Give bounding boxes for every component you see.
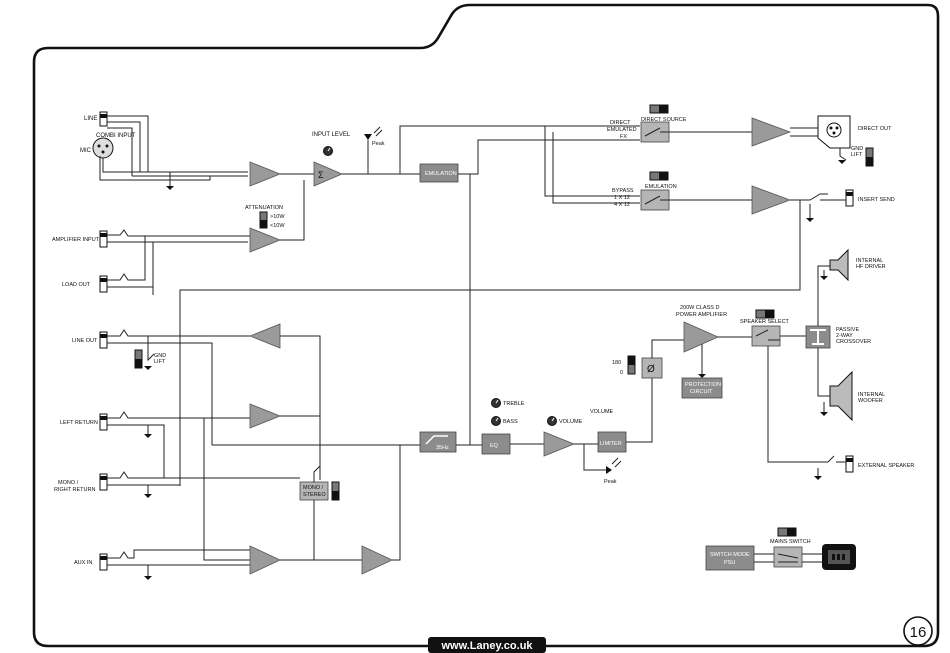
peak-label-bottom: Peak bbox=[604, 479, 617, 485]
insert-send-label: INSERT SEND bbox=[858, 197, 895, 203]
1x12-label: 1 X 12 bbox=[614, 195, 630, 201]
svg-text:35Hz: 35Hz bbox=[436, 445, 449, 451]
line-jack bbox=[99, 111, 108, 127]
insert-send-amp bbox=[751, 185, 792, 215]
insert-send-jack bbox=[845, 189, 854, 207]
direct-label: DIRECT bbox=[610, 120, 631, 126]
svg-text:EMULATION: EMULATION bbox=[425, 171, 457, 177]
power-amp-label: 200W CLASS D bbox=[680, 305, 719, 311]
input-level-label: INPUT LEVEL bbox=[312, 132, 351, 138]
svg-text:PROTECTION: PROTECTION bbox=[685, 382, 721, 388]
amplifier-input-label: AMPLIFIER INPUT bbox=[52, 237, 100, 243]
amplifier-input-jack bbox=[99, 230, 108, 248]
svg-text:CROSSOVER: CROSSOVER bbox=[836, 339, 871, 345]
gnd-lift-label-2: GND bbox=[154, 353, 166, 359]
fx-label: FX bbox=[620, 134, 627, 140]
left-return-label: LEFT RETURN bbox=[60, 420, 98, 426]
phase-0-label: 0 bbox=[620, 370, 623, 376]
woofer-icon bbox=[829, 370, 853, 422]
speaker-select-label: SPEAKER SELECT bbox=[740, 319, 790, 325]
volume-label: VOLUME bbox=[590, 409, 614, 415]
external-speaker-label: EXTERNAL SPEAKER bbox=[858, 463, 914, 469]
input-preamp bbox=[249, 161, 282, 187]
line-out-label: LINE OUT bbox=[72, 338, 98, 344]
line-out-amp bbox=[248, 323, 281, 349]
treble-label: TREBLE bbox=[503, 401, 525, 407]
left-return-jack bbox=[99, 413, 108, 431]
mains-switch-label: MAINS SWITCH bbox=[770, 539, 811, 545]
aux-in-label: AUX IN bbox=[74, 560, 92, 566]
svg-text:STEREO: STEREO bbox=[303, 492, 326, 498]
attenuation-label: ATTENUATION bbox=[245, 205, 283, 211]
att-low-label: <10W bbox=[270, 223, 285, 229]
svg-text:MONO /: MONO / bbox=[303, 485, 324, 491]
woofer-label: INTERNAL bbox=[858, 392, 885, 398]
hf-driver-icon bbox=[829, 248, 849, 282]
svg-text:HF DRIVER: HF DRIVER bbox=[856, 264, 886, 270]
direct-out-label: DIRECT OUT bbox=[858, 126, 892, 132]
protection-circuit-block bbox=[681, 377, 723, 399]
mix-out-amp bbox=[361, 545, 393, 575]
left-return-amp bbox=[249, 403, 282, 429]
switch-mode-psu-block bbox=[705, 545, 755, 571]
peak-label-top: Peak bbox=[372, 141, 385, 147]
svg-text:PSU: PSU bbox=[724, 560, 735, 566]
svg-text:LIFT: LIFT bbox=[851, 152, 863, 158]
emulation-block bbox=[419, 163, 459, 183]
mono-right-return-label: MONO / bbox=[58, 480, 79, 486]
line-out-jack bbox=[99, 331, 108, 349]
svg-text:POWER AMPLIFIER: POWER AMPLIFIER bbox=[676, 312, 727, 318]
page-number: 16 bbox=[910, 624, 927, 641]
page-number-badge bbox=[903, 616, 933, 646]
mic-label: MIC bbox=[80, 148, 92, 154]
bypass-label: BYPASS bbox=[612, 188, 634, 194]
direct-out-amp bbox=[751, 117, 792, 147]
4x12-label: 4 X 12 bbox=[614, 202, 630, 208]
aux-mix-amp bbox=[249, 545, 281, 575]
svg-text:CIRCUIT: CIRCUIT bbox=[690, 389, 713, 395]
svg-text:LIFT: LIFT bbox=[154, 359, 166, 365]
external-speaker-jack bbox=[845, 455, 854, 473]
volume-amp bbox=[543, 431, 576, 457]
combi-input-label: COMBI INPUT bbox=[96, 133, 136, 139]
amp-input-preamp bbox=[249, 227, 282, 253]
svg-text:2-WAY: 2-WAY bbox=[836, 333, 853, 339]
xlr-combi-connector bbox=[92, 137, 114, 159]
hf-driver-label: INTERNAL bbox=[856, 258, 883, 264]
power-amplifier bbox=[683, 321, 719, 353]
bass-label: BASS bbox=[503, 419, 518, 425]
peak-led-bottom-icon bbox=[606, 466, 612, 474]
mono-right-return-jack bbox=[99, 473, 108, 491]
hpf-35hz-block bbox=[419, 431, 457, 453]
emulated-label: EMULATED bbox=[607, 127, 637, 133]
sum-symbol: Σ bbox=[318, 170, 324, 180]
att-high-label: >10W bbox=[270, 214, 285, 220]
svg-text:EQ: EQ bbox=[490, 443, 499, 449]
svg-text:Ø: Ø bbox=[647, 364, 655, 375]
load-out-label: LOAD OUT bbox=[62, 282, 91, 288]
direct-source-label: DIRECT SOURCE bbox=[641, 117, 687, 123]
phase-180-label: 180 bbox=[612, 360, 621, 366]
load-out-jack bbox=[99, 275, 108, 293]
volume-knob-label: VOLUME bbox=[559, 419, 583, 425]
website-badge[interactable] bbox=[428, 637, 546, 653]
emulation-label: EMULATION bbox=[645, 184, 677, 190]
gnd-lift-label: GND bbox=[851, 146, 863, 152]
summing-amp bbox=[313, 161, 344, 187]
mains-switch-block bbox=[773, 546, 803, 568]
passive-crossover-label: PASSIVE bbox=[836, 327, 859, 333]
peak-led-icon bbox=[364, 134, 372, 140]
svg-text:WOOFER: WOOFER bbox=[858, 398, 883, 404]
line-label: LINE bbox=[84, 116, 97, 122]
svg-text:SWITCH MODE: SWITCH MODE bbox=[710, 552, 750, 558]
svg-text:RIGHT RETURN: RIGHT RETURN bbox=[54, 487, 95, 493]
page-frame bbox=[32, 3, 940, 648]
website-url[interactable]: www.Laney.co.uk bbox=[440, 640, 533, 652]
svg-text:LIMITER: LIMITER bbox=[600, 441, 622, 447]
aux-in-jack bbox=[99, 553, 108, 571]
